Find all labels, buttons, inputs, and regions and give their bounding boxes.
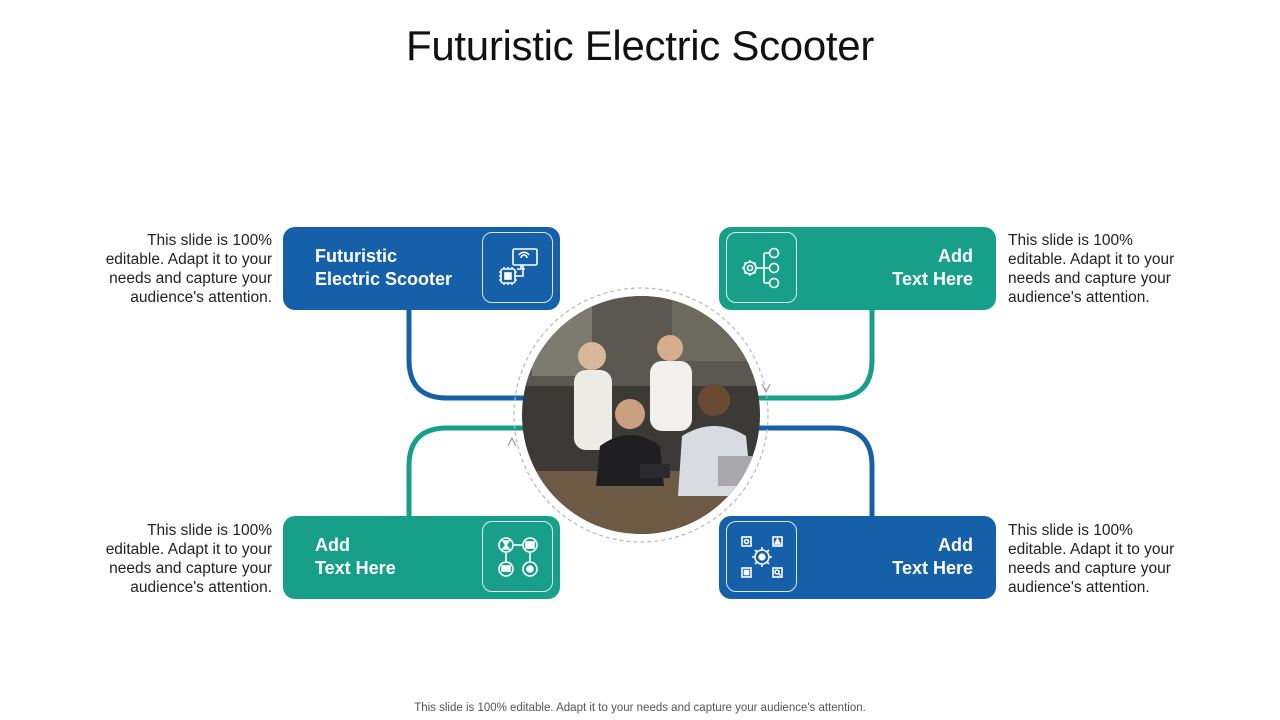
connector-bottom-left [406,425,526,516]
footer-note: This slide is 100% editable. Adapt it to… [414,702,866,714]
gear-settings-icon [741,536,783,578]
connector-top-right [755,310,875,401]
team-meeting-photo [522,296,760,534]
connector-bottom-right [757,425,875,516]
process-flow-icon [498,537,538,577]
page-title: Futuristic Electric Scooter [405,22,875,69]
item-3-description: This slide is 100%editable. Adapt it to … [105,522,272,596]
ring-arrow-top [761,383,771,394]
computer-chip-wifi-icon [499,248,538,285]
ring-arrow-bottom [507,436,517,447]
item-1-description: This slide is 100%editable. Adapt it to … [105,232,272,306]
item-4-description: This slide is 100%editable. Adapt it to … [1008,522,1175,596]
item-2-description: This slide is 100%editable. Adapt it to … [1008,232,1175,306]
item-1-icon-frame [482,232,553,303]
item-4-icon-frame [726,521,797,592]
dashed-ring [513,287,769,543]
gear-network-icon [742,247,780,289]
item-3-icon-frame [482,521,553,592]
connector-top-left [406,310,528,401]
item-2-icon-frame [726,232,797,303]
